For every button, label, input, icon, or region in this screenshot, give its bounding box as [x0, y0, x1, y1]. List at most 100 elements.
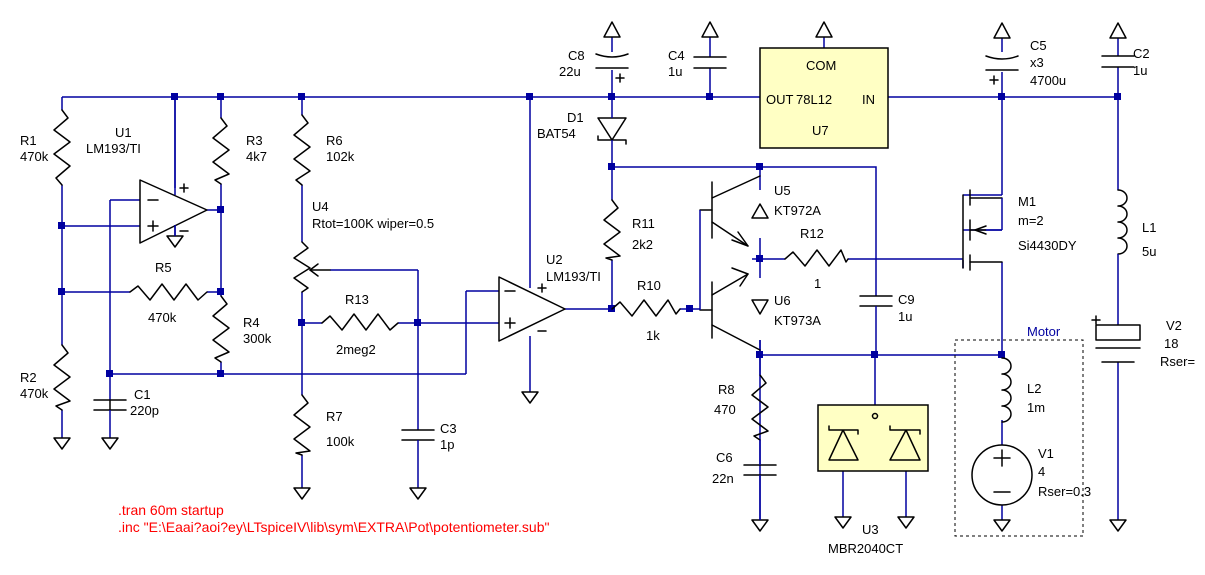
label-c4-ref: C4 [668, 48, 685, 63]
label-c9-ref: C9 [898, 292, 915, 307]
label-m1-mult: m=2 [1018, 213, 1044, 228]
label-u7-in: IN [862, 92, 875, 107]
label-m1-ref: M1 [1018, 194, 1036, 209]
inductor-l1 [1117, 189, 1128, 255]
resistor-r8 [751, 374, 769, 441]
label-u7-name: 78L12 [796, 92, 832, 107]
label-l1-val: 5u [1142, 244, 1156, 259]
opamp-u1 [139, 100, 208, 244]
resistor-r5 [129, 283, 208, 301]
label-u1-ref: U1 [115, 125, 132, 140]
resistor-r3 [212, 117, 230, 185]
diode-array-u3 [817, 404, 929, 472]
label-u2-ref: U2 [546, 252, 563, 267]
label-r13-ref: R13 [345, 292, 369, 307]
diode-d1 [597, 113, 627, 148]
opamp-u2 [498, 276, 566, 342]
label-c5-val: 4700u [1030, 73, 1066, 88]
label-u7-com: COM [806, 58, 836, 73]
label-c8-ref: C8 [568, 48, 585, 63]
directive-inc: .inc "E:\Eaai?aoi?ey\LTspiceIV\lib\sym\E… [118, 519, 549, 535]
label-v1-rser: Rser=0.3 [1038, 484, 1091, 499]
label-r1-val: 470k [20, 149, 49, 164]
label-r13-val: 2meg2 [336, 342, 376, 357]
label-c5-mult: x3 [1030, 55, 1044, 70]
capacitors [93, 53, 1135, 520]
label-c6-ref: C6 [716, 450, 733, 465]
capacitor-c5 [985, 55, 1019, 71]
voltage-source-v1 [971, 444, 1033, 506]
transistor-u5 [699, 175, 769, 247]
label-d1-val: BAT54 [537, 126, 576, 141]
label-r5-ref: R5 [155, 260, 172, 275]
label-c1-ref: C1 [134, 387, 151, 402]
resistor-r11 [603, 199, 621, 261]
label-r11-ref: R11 [632, 216, 655, 231]
resistor-r4 [212, 295, 230, 363]
label-r2-val: 470k [20, 386, 49, 401]
label-r10-val: 1k [646, 328, 660, 343]
label-c2-val: 1u [1133, 63, 1147, 78]
component-labels: R1 470k R2 470k U1 LM193/TI R3 4k7 R5 47… [20, 38, 1195, 556]
label-c8-val: 22u [559, 64, 581, 79]
label-u2-val: LM193/TI [546, 269, 601, 284]
label-v1-ref: V1 [1038, 446, 1054, 461]
label-u3-ref: U3 [862, 522, 879, 537]
motor-label: Motor [1027, 324, 1061, 339]
resistor-r10 [611, 299, 681, 317]
motor-box [954, 339, 1084, 537]
label-d1-ref: D1 [567, 110, 584, 125]
label-u3-val: MBR2040CT [828, 541, 903, 556]
regulator-u7 [759, 47, 889, 149]
label-u6-val: KT973A [774, 313, 821, 328]
label-r8-ref: R8 [718, 382, 735, 397]
label-c3-val: 1p [440, 437, 454, 452]
label-v2-rser: Rser= [1160, 354, 1195, 369]
label-v1-val: 4 [1038, 464, 1045, 479]
resistor-r12 [784, 249, 849, 267]
mosfet-m1 [962, 189, 1003, 271]
resistors [53, 109, 849, 456]
label-u4-ref: U4 [312, 199, 329, 214]
label-v2-val: 18 [1164, 336, 1178, 351]
label-r7-ref: R7 [326, 409, 343, 424]
capacitor-c2 [1101, 55, 1135, 68]
label-r3-val: 4k7 [246, 149, 267, 164]
label-r5-val: 470k [148, 310, 177, 325]
label-r8-val: 470 [714, 402, 736, 417]
label-r3-ref: R3 [246, 133, 263, 148]
label-u6-ref: U6 [774, 293, 791, 308]
resistor-r6 [293, 114, 311, 186]
label-r6-ref: R6 [326, 133, 343, 148]
label-r1-ref: R1 [20, 133, 37, 148]
capacitor-c4 [693, 56, 727, 69]
label-u7-out: OUT [766, 92, 794, 107]
capacitor-c1 [93, 399, 127, 411]
label-c9-val: 1u [898, 309, 912, 324]
resistor-r2 [53, 344, 71, 411]
label-r11-val: 2k2 [632, 237, 653, 252]
label-c5-ref: C5 [1030, 38, 1047, 53]
label-r12-ref: R12 [800, 226, 824, 241]
label-u4-val: Rtot=100K wiper=0.5 [312, 216, 434, 231]
capacitor-c3 [401, 429, 435, 441]
label-c6-val: 22n [712, 471, 734, 486]
spice-directives: .tran 60m startup .inc "E:\Eaai?aoi?ey\L… [118, 502, 549, 535]
resistor-r7 [293, 394, 311, 456]
label-c1-val: 220p [130, 403, 159, 418]
label-r12-val: 1 [814, 276, 821, 291]
label-u5-ref: U5 [774, 183, 791, 198]
label-c3-ref: C3 [440, 421, 457, 436]
junction-dots [58, 93, 1121, 377]
resistor-r1 [53, 109, 71, 186]
label-r4-ref: R4 [243, 315, 260, 330]
label-u1-val: LM193/TI [86, 141, 141, 156]
resistor-r13 [321, 313, 399, 331]
inductors [1001, 189, 1128, 423]
label-r6-val: 102k [326, 149, 355, 164]
transistor-u6 [699, 210, 769, 351]
potentiometer-u4 [293, 241, 331, 293]
label-l2-val: 1m [1027, 400, 1045, 415]
voltage-source-v2 [1091, 315, 1141, 363]
